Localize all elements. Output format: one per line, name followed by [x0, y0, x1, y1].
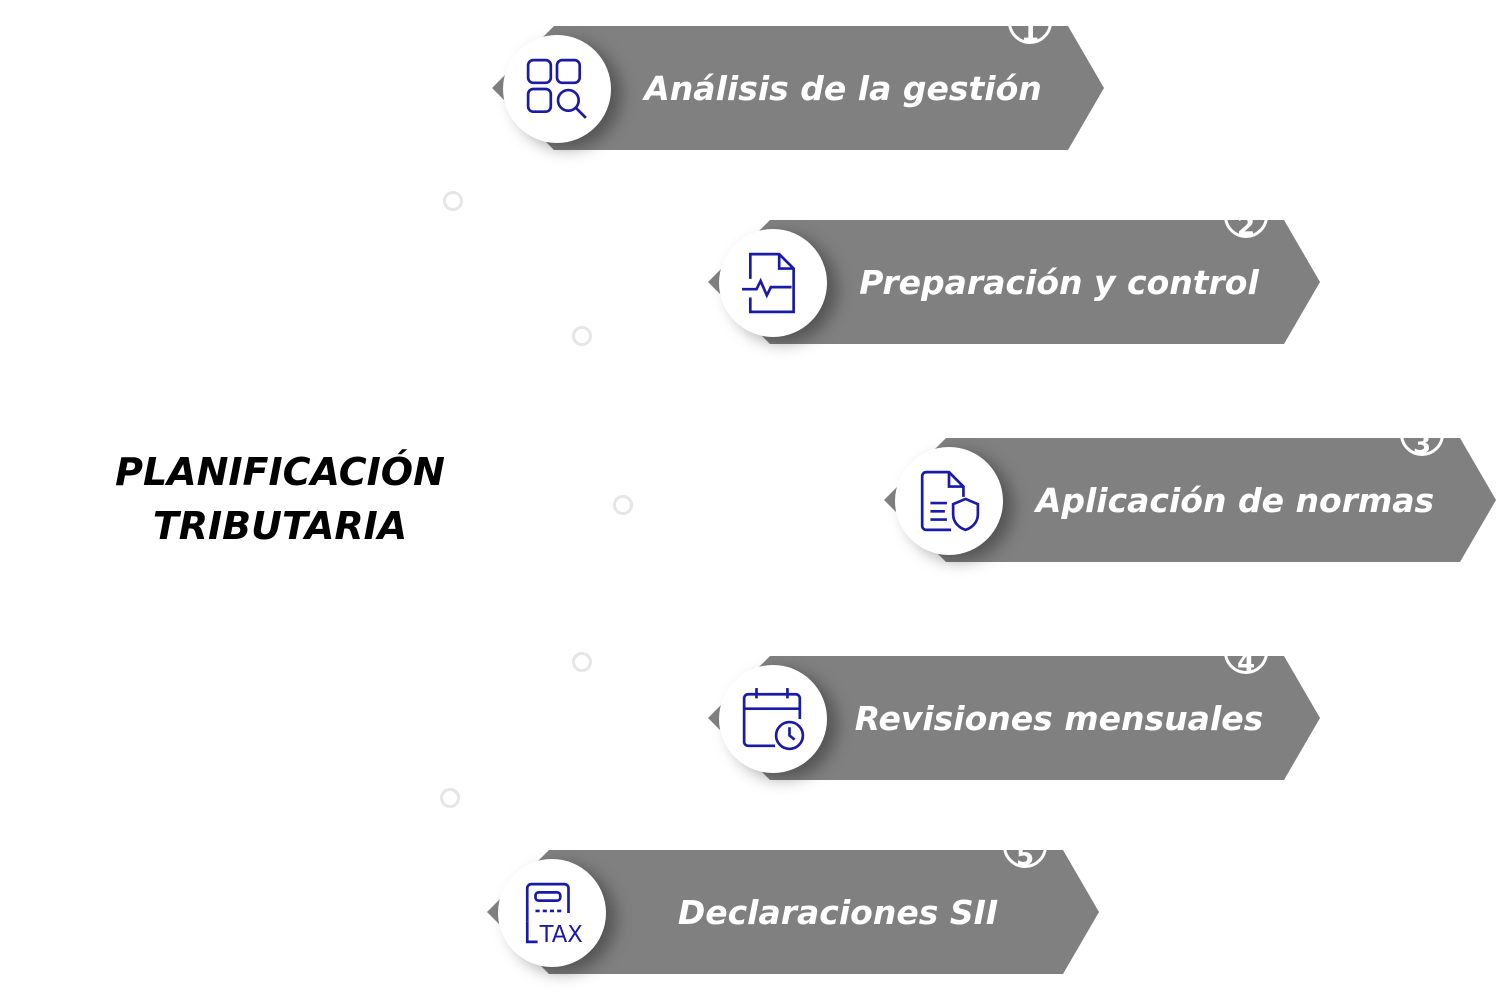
- document-pulse-icon: [742, 252, 795, 314]
- icon-circle: [719, 665, 827, 773]
- connector-dot: [613, 495, 633, 515]
- step-label: Aplicación de normas: [1035, 480, 1435, 520]
- tax-icon: TAX: [525, 882, 583, 946]
- title-line-1: PLANIFICACIÓN: [115, 450, 445, 494]
- step-label: Preparación y control: [859, 262, 1259, 302]
- calendar-clock-icon: [742, 688, 805, 751]
- step-label: Declaraciones SII: [677, 892, 999, 932]
- icon-circle: [503, 35, 611, 143]
- document-shield-icon: [920, 470, 980, 532]
- step-1: 1 Análisis de la gestión: [492, 26, 1104, 150]
- apps-search-icon: [526, 58, 587, 119]
- icon-circle: [719, 229, 827, 337]
- step-5: 5 TAX Declaraciones SII: [487, 850, 1099, 974]
- diagram-title: PLANIFICACIÓN TRIBUTARIA: [60, 445, 500, 553]
- step-label: Revisiones mensuales: [854, 698, 1264, 738]
- connector-dot: [572, 326, 592, 346]
- connector-dot: [443, 191, 463, 211]
- icon-circle: [895, 447, 1003, 555]
- tax-icon-text: TAX: [539, 922, 583, 946]
- icon-circle: TAX: [498, 859, 606, 967]
- step-4: 4 Revisiones mensuales: [708, 656, 1320, 780]
- connector-dot: [440, 788, 460, 808]
- connector-dot: [572, 652, 592, 672]
- title-line-2: TRIBUTARIA: [152, 504, 408, 548]
- step-3: 3 Aplicación de normas: [884, 438, 1496, 562]
- step-label: Análisis de la gestión: [644, 68, 1042, 108]
- step-2: 2 Preparación y control: [708, 220, 1320, 344]
